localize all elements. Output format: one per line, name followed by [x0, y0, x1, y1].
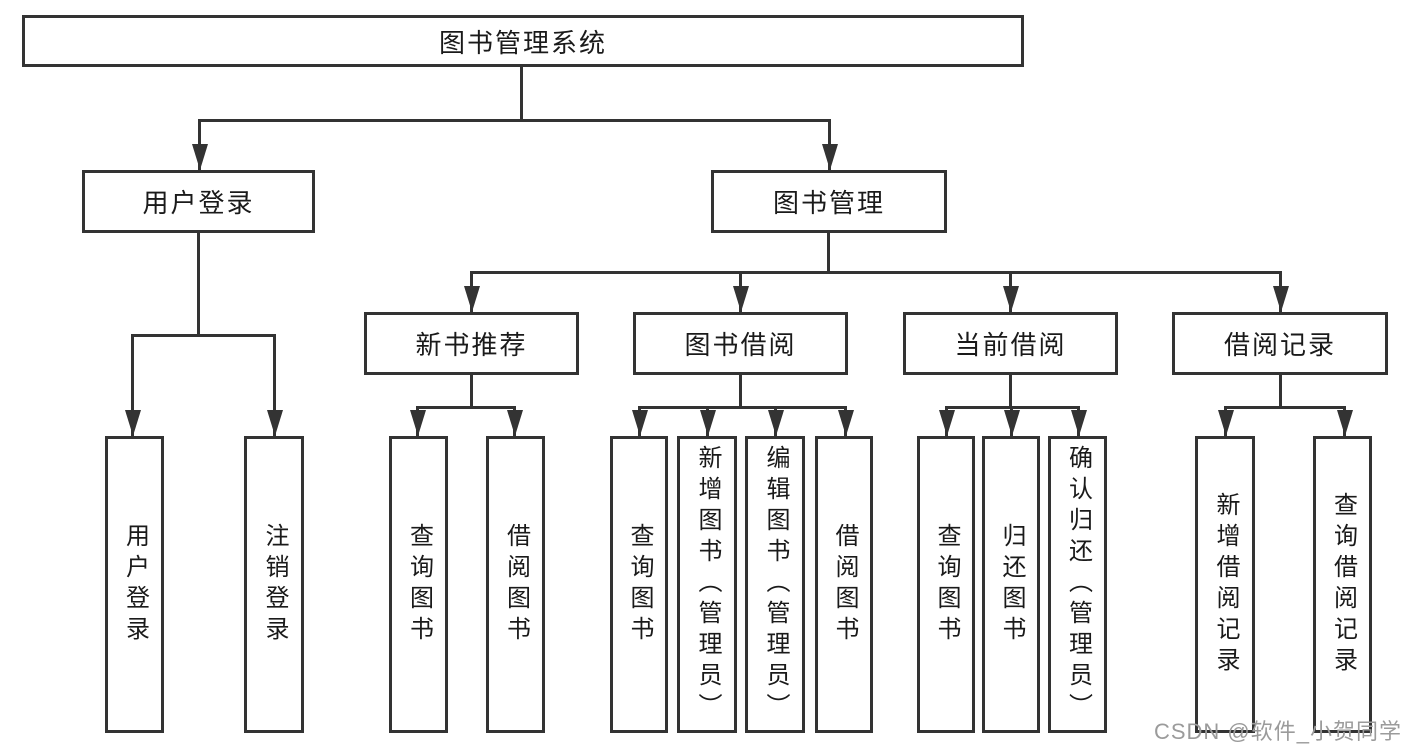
arrow-to-leaf-query-books-borrowing	[631, 406, 648, 436]
leaf-add-books-admin-label: 新增图书（管理员）	[694, 445, 721, 724]
leaf-query-books-borrowing-label: 查询图书	[626, 522, 653, 647]
arrowhead-icon	[732, 286, 749, 312]
arrow-to-borrowing-records	[1272, 271, 1289, 312]
arrowhead-icon	[1070, 410, 1087, 436]
arrowhead-icon	[506, 410, 523, 436]
leaf-return-books-label: 归还图书	[998, 522, 1025, 647]
leaf-borrow-books-borrowing: 借阅图书	[815, 436, 873, 733]
arrow-to-leaf-query-books-current	[938, 406, 955, 436]
arrowhead-icon	[767, 410, 784, 436]
node-new-book-recommendation-label: 新书推荐	[415, 330, 528, 360]
split-bar-borrowing-records	[1224, 406, 1346, 409]
leaf-query-books-current-label: 查询图书	[933, 522, 960, 647]
leaf-add-books-admin: 新增图书（管理员）	[677, 436, 737, 733]
leaf-logout-label: 注销登录	[261, 522, 288, 647]
arrow-to-new-book-recommendation	[463, 271, 480, 312]
arrow-to-leaf-user-login	[124, 334, 141, 436]
split-bar-level2	[198, 119, 831, 122]
node-library-system-label: 图书管理系统	[438, 27, 607, 58]
arrowhead-icon	[191, 144, 208, 170]
trunk-new-book-recommendation	[470, 374, 473, 409]
arrowhead-icon	[1003, 410, 1020, 436]
arrowhead-icon	[938, 410, 955, 436]
arrowhead-icon	[837, 410, 854, 436]
leaf-borrow-books-borrowing-label: 借阅图书	[831, 522, 858, 647]
arrow-to-leaf-add-books-admin	[699, 406, 716, 436]
trunk-book-borrowing	[739, 374, 742, 409]
node-library-system: 图书管理系统	[22, 15, 1024, 67]
arrowhead-icon	[821, 144, 838, 170]
leaf-user-login-label: 用户登录	[121, 522, 149, 647]
arrowhead-icon	[1217, 410, 1234, 436]
node-book-borrowing-label: 图书借阅	[684, 330, 797, 360]
split-bar-book-borrowing	[638, 406, 847, 409]
trunk-root	[520, 67, 523, 122]
split-bar-new-book-recommendation	[416, 406, 516, 409]
leaf-query-borrowing-record: 查询借阅记录	[1313, 436, 1372, 733]
arrow-to-leaf-return-books	[1003, 406, 1020, 436]
arrow-to-user-login	[191, 119, 208, 170]
csdn-watermark: CSDN @软件_小贺同学	[1153, 719, 1402, 744]
leaf-query-borrowing-record-label: 查询借阅记录	[1329, 491, 1357, 678]
arrowhead-icon	[463, 286, 480, 312]
leaf-edit-books-admin: 编辑图书（管理员）	[745, 436, 805, 733]
arrow-to-leaf-add-borrowing-record	[1217, 406, 1234, 436]
leaf-return-books: 归还图书	[982, 436, 1040, 733]
node-book-borrowing: 图书借阅	[633, 312, 848, 375]
leaf-query-books-recommendation-label: 查询图书	[405, 522, 433, 647]
trunk-book-management	[827, 232, 830, 274]
leaf-query-books-borrowing: 查询图书	[610, 436, 668, 733]
node-user-login-label: 用户登录	[142, 188, 255, 218]
leaf-confirm-return-admin: 确认归还（管理员）	[1048, 436, 1107, 733]
leaf-user-login: 用户登录	[105, 436, 164, 733]
leaf-confirm-return-admin-label: 确认归还（管理员）	[1064, 445, 1092, 724]
arrowhead-icon	[1002, 286, 1019, 312]
node-current-borrowing: 当前借阅	[903, 312, 1118, 375]
node-book-management: 图书管理	[711, 170, 947, 233]
arrow-to-leaf-confirm-return-admin	[1070, 406, 1087, 436]
leaf-query-books-recommendation: 查询图书	[389, 436, 448, 733]
leaf-borrow-books-recommendation-label: 借阅图书	[502, 522, 530, 647]
trunk-user-login	[197, 232, 200, 337]
trunk-borrowing-records	[1279, 374, 1282, 409]
arrowhead-icon	[631, 410, 648, 436]
node-borrowing-records-label: 借阅记录	[1223, 330, 1336, 360]
node-user-login: 用户登录	[82, 170, 315, 233]
split-bar-user-login	[131, 334, 276, 337]
arrowhead-icon	[124, 410, 141, 436]
node-current-borrowing-label: 当前借阅	[954, 330, 1067, 360]
trunk-current-borrowing	[1009, 374, 1012, 409]
arrow-to-book-borrowing	[732, 271, 749, 312]
node-borrowing-records: 借阅记录	[1172, 312, 1388, 375]
arrow-to-leaf-borrow-books-borrowing	[837, 406, 854, 436]
split-bar-level3	[470, 271, 1282, 274]
arrow-to-leaf-query-borrowing-record	[1336, 406, 1353, 436]
leaf-query-books-current: 查询图书	[917, 436, 975, 733]
arrowhead-icon	[409, 410, 426, 436]
leaf-add-borrowing-record: 新增借阅记录	[1195, 436, 1255, 733]
arrowhead-icon	[699, 410, 716, 436]
arrow-to-leaf-edit-books-admin	[767, 406, 784, 436]
node-new-book-recommendation: 新书推荐	[364, 312, 579, 375]
leaf-edit-books-admin-label: 编辑图书（管理员）	[762, 445, 789, 724]
node-book-management-label: 图书管理	[772, 188, 885, 218]
arrowhead-icon	[1272, 286, 1289, 312]
arrow-to-leaf-logout	[266, 334, 283, 436]
leaf-add-borrowing-record-label: 新增借阅记录	[1212, 491, 1239, 678]
arrowhead-icon	[266, 410, 283, 436]
arrow-to-book-management	[821, 119, 838, 170]
arrowhead-icon	[1336, 410, 1353, 436]
arrow-to-current-borrowing	[1002, 271, 1019, 312]
arrow-to-leaf-query-books-recommendation	[409, 406, 426, 436]
leaf-borrow-books-recommendation: 借阅图书	[486, 436, 545, 733]
leaf-logout: 注销登录	[244, 436, 304, 733]
arrow-to-leaf-borrow-books-recommendation	[506, 406, 523, 436]
